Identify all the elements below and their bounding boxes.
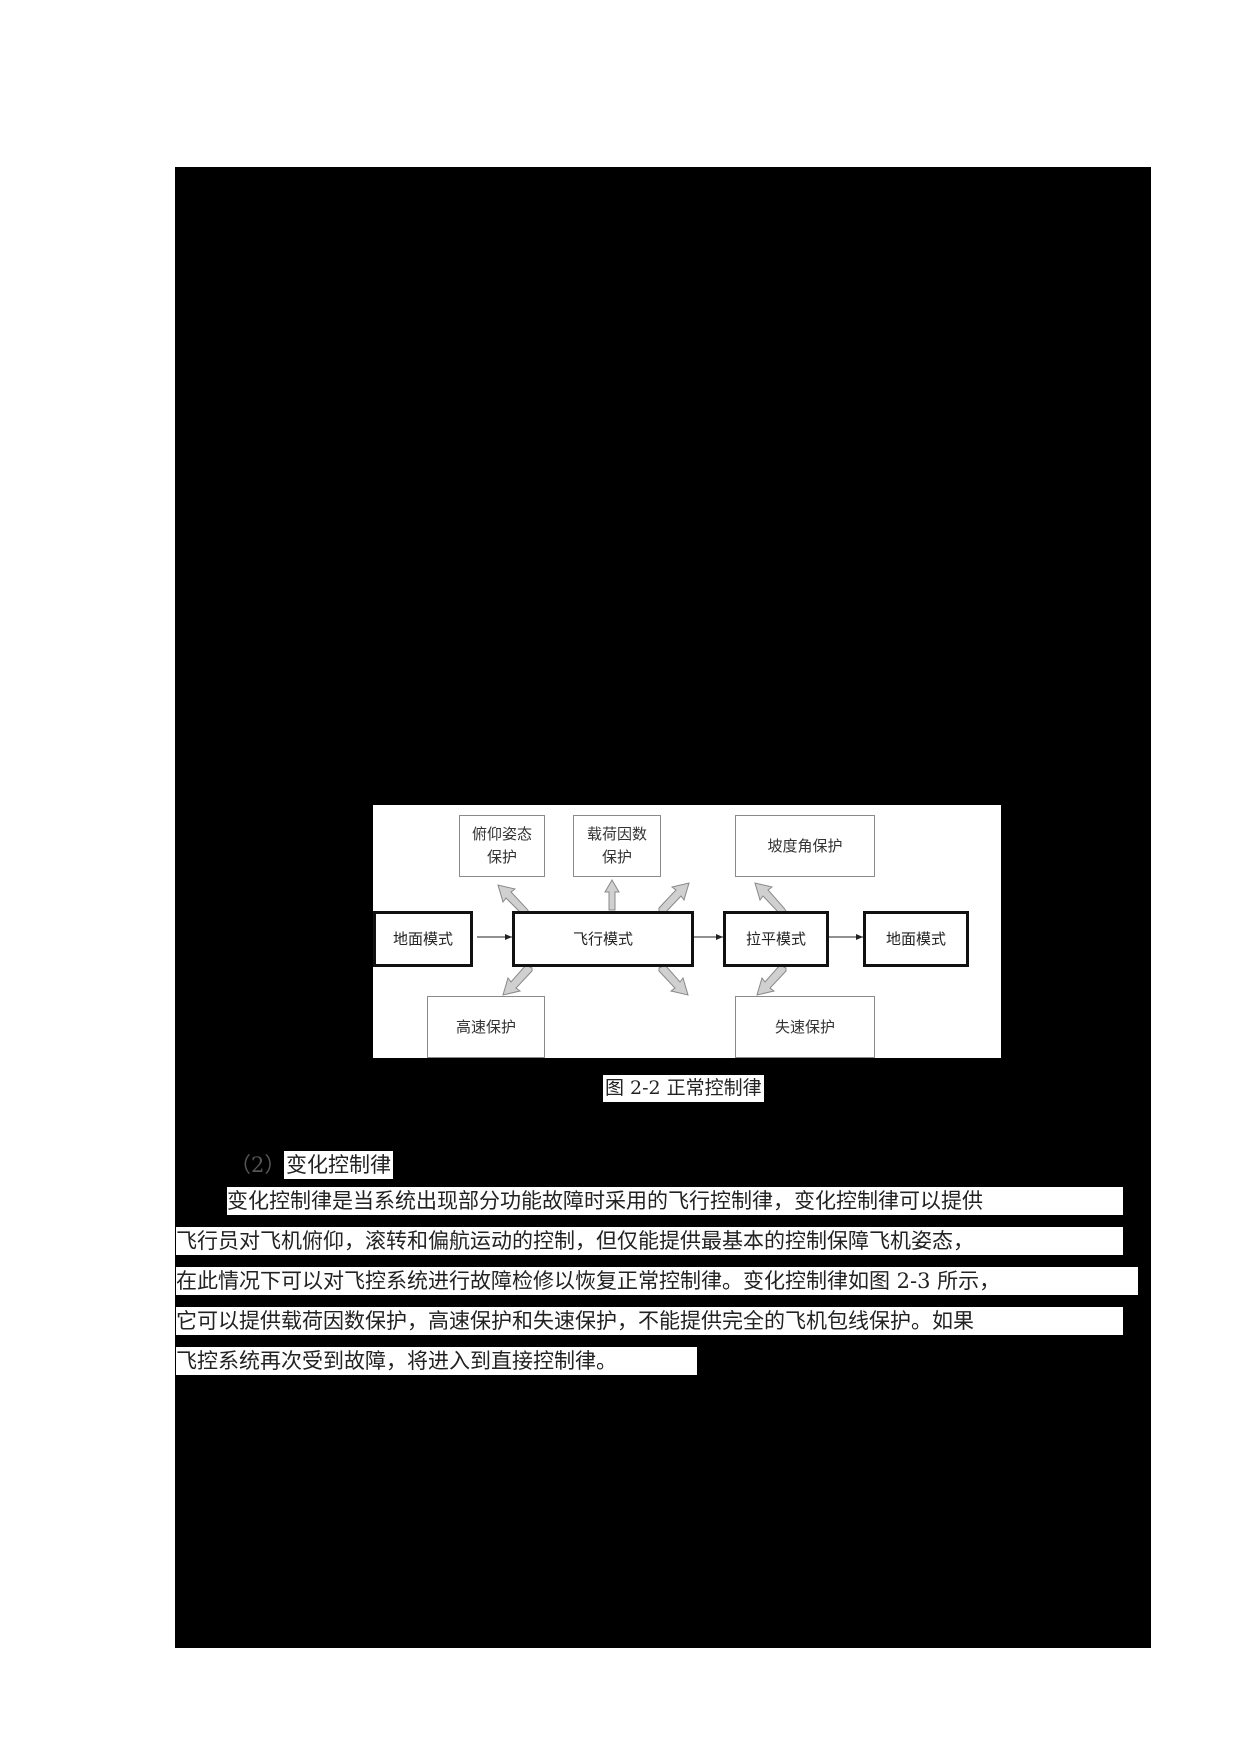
normal-control-law-diagram: 地面模式 飞行模式 拉平模式 地面模式 俯仰姿态 保护 载荷因数 保护 坡度角保…: [373, 805, 1001, 1058]
node-ground-mode-left: 地面模式: [373, 911, 473, 967]
section-title: 变化控制律: [284, 1151, 393, 1179]
diagram-connectors: [477, 879, 863, 996]
paragraph-line-3: 在此情况下可以对飞控系统进行故障检修以恢复正常控制律。变化控制律如图 2-3 所…: [176, 1267, 1138, 1295]
paragraph-line-2: 飞行员对飞机俯仰，滚转和偏航运动的控制，但仅能提供最基本的控制保障飞机姿态，: [176, 1227, 1123, 1255]
figure-caption: 图 2-2 正常控制律: [603, 1075, 764, 1102]
section-number: （2）: [230, 1153, 286, 1177]
node-pitch-attitude-protection: 俯仰姿态 保护: [459, 815, 545, 877]
node-high-speed-protection: 高速保护: [427, 996, 545, 1058]
paragraph-line-1: 变化控制律是当系统出现部分功能故障时采用的飞行控制律，变化控制律可以提供: [227, 1187, 1123, 1215]
node-bank-angle-protection: 坡度角保护: [735, 815, 875, 877]
node-load-factor-protection: 载荷因数 保护: [573, 815, 661, 877]
node-ground-mode-right: 地面模式: [863, 911, 969, 967]
node-flight-mode: 飞行模式: [512, 911, 694, 967]
paragraph-line-5: 飞控系统再次受到故障，将进入到直接控制律。: [176, 1347, 697, 1375]
node-stall-protection: 失速保护: [735, 996, 875, 1058]
paragraph-line-4: 它可以提供载荷因数保护，高速保护和失速保护，不能提供完全的飞机包线保护。如果: [176, 1307, 1123, 1335]
node-flare-mode: 拉平模式: [723, 911, 829, 967]
